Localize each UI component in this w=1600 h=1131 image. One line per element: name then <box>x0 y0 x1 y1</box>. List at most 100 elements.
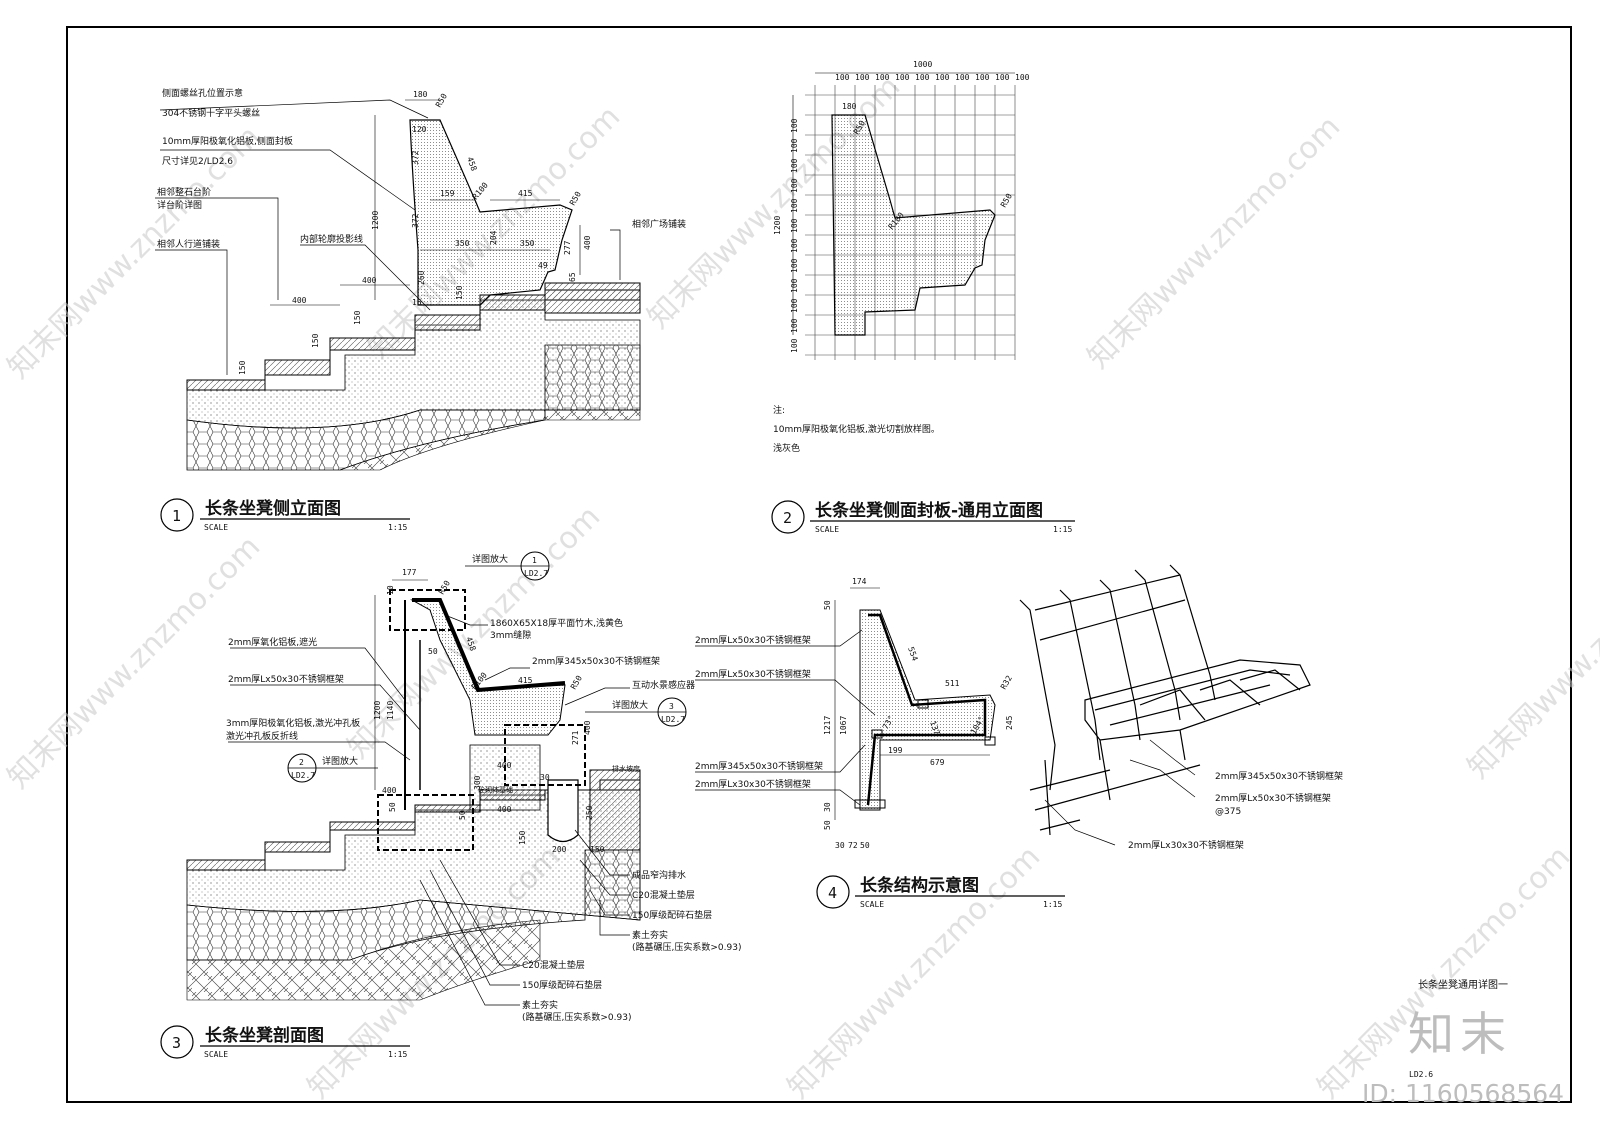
v1-label: 304不锈钢十字平头螺丝 <box>162 107 260 119</box>
v4-label: 2mm厚Lx30x30不锈钢框架 <box>1128 839 1244 851</box>
v2-note: 10mm厚阳极氧化铝板,激光切割放样图。 <box>773 423 940 435</box>
v1-dim: 150 <box>455 285 464 300</box>
v1-dim: 1200 <box>371 211 380 230</box>
svg-text:100: 100 <box>875 73 890 82</box>
v4-dim: 174 <box>852 577 867 586</box>
v1-dim: 277 <box>563 240 572 255</box>
v1-dim: 150 <box>238 360 247 375</box>
view-number: 2 <box>783 509 792 527</box>
svg-text:100: 100 <box>790 198 799 213</box>
v2-top-dims: 100 100 100 100 100 100 100 100 100 100 <box>835 73 1030 82</box>
svg-text:100: 100 <box>995 73 1010 82</box>
v1-bench-panel <box>409 119 573 306</box>
view-title-2: 2 长条坐凳侧面封板-通用立面图 SCALE 1:15 <box>771 500 1075 534</box>
v1-label: 相邻人行道铺装 <box>157 238 220 250</box>
v3-plaza-paving <box>589 769 641 851</box>
v3-callout-num: 2 <box>299 758 304 767</box>
v3-label: 排水坡度 <box>612 764 640 773</box>
v1-dim: 159 <box>440 189 455 198</box>
v3-label: 互动水景感应器 <box>632 679 695 691</box>
v1-dim: 65 <box>568 272 577 282</box>
view2-panel-grid: 1000 100 100 100 100 100 100 100 100 100… <box>773 60 1030 454</box>
svg-text:100: 100 <box>935 73 950 82</box>
svg-text:100: 100 <box>975 73 990 82</box>
v2-dim: 180 <box>842 102 857 111</box>
v3-dim: 250 <box>585 805 594 820</box>
v1-label: 内部轮廓投影线 <box>300 233 363 245</box>
v4-dim: R32 <box>999 674 1014 691</box>
v3-label: C20混凝土垫层 <box>632 889 695 901</box>
watermark-text: 知末网www.znzmo.com <box>1311 839 1577 1105</box>
svg-text:100: 100 <box>835 73 850 82</box>
v1-dim: 150 <box>311 333 320 348</box>
v3-callout-text: 详图放大 <box>472 553 508 565</box>
v3-callout-num: 3 <box>669 702 674 711</box>
v4-dim: 1067 <box>839 716 848 735</box>
v1-dim: R50 <box>568 190 583 207</box>
v3-dim: 415 <box>518 676 533 685</box>
v4-dim: 245 <box>1005 715 1014 730</box>
v4-dim: 679 <box>930 758 945 767</box>
svg-text:100: 100 <box>790 238 799 253</box>
view-scale-label: SCALE <box>204 1050 228 1059</box>
v4-label: 2mm厚Lx30x30不锈钢框架 <box>695 778 811 790</box>
v3-dim: 50 <box>428 647 438 656</box>
v1-weave-layer <box>339 409 641 471</box>
v3-label: 3mm厚阳极氧化铝板,激光冲孔板 <box>226 717 360 729</box>
v4-dim: 511 <box>945 679 960 688</box>
svg-text:100: 100 <box>790 338 799 353</box>
svg-text:100: 100 <box>790 158 799 173</box>
view-scale: 1:15 <box>388 523 407 532</box>
v4-dim: 50 <box>823 600 832 610</box>
logo: 知末 <box>1408 1007 1512 1061</box>
watermark-text: 知末网www.znzmo.com <box>1 529 267 795</box>
v3-dim: 1140 <box>386 701 395 720</box>
v3-label: 激光冲孔板反折线 <box>226 730 298 742</box>
v4-dim: 30 <box>823 802 832 812</box>
view-number: 1 <box>172 507 181 525</box>
v3-weave-layer <box>186 919 541 1001</box>
v3-dim: 400 <box>497 761 512 770</box>
v1-dim: 415 <box>518 189 533 198</box>
v1-label: 尺寸详见2/LD2.6 <box>162 155 233 167</box>
v4-frame-profile <box>859 609 996 811</box>
view-title: 长条坐凳侧立面图 <box>205 498 341 519</box>
view-number: 3 <box>172 1034 181 1052</box>
v1-dim: 150 <box>353 310 362 325</box>
v3-callout-text: 详图放大 <box>322 755 358 767</box>
v1-dim: 120 <box>412 125 427 134</box>
svg-text:100: 100 <box>790 138 799 153</box>
v4-dim: 1217 <box>823 716 832 735</box>
v3-label: (路基碾压,压实系数>0.93) <box>632 941 741 953</box>
v3-label: 2mm厚Lx50x30不锈钢框架 <box>228 673 344 685</box>
sheet-border <box>66 26 1572 1103</box>
v3-dim: R50 <box>569 674 584 691</box>
v4-dim: 50 <box>860 841 870 850</box>
v1-label: 详台阶详图 <box>157 199 202 211</box>
v3-dim: 400 <box>382 786 397 795</box>
view-title: 长条坐凳侧面封板-通用立面图 <box>815 500 1043 521</box>
v1-label: 侧面螺丝孔位置示意 <box>162 87 243 99</box>
view-title-1: 1 长条坐凳侧立面图 SCALE 1:15 <box>160 498 410 532</box>
v3-dim: 150 <box>590 845 605 854</box>
sheet-code: LD2.6 <box>1409 1070 1433 1079</box>
svg-text:100: 100 <box>790 278 799 293</box>
v4-dim: 50 <box>823 820 832 830</box>
v3-label: 150厚级配碎石垫层 <box>632 909 712 921</box>
v1-dim: 15 <box>412 298 422 307</box>
v3-callout-sheet: LD2.7 <box>291 771 315 780</box>
view-title: 长条结构示意图 <box>860 875 979 896</box>
sheet-title: 长条坐凳通用详图一 <box>1418 978 1508 991</box>
v2-left-dims: 100 100 100 100 100 100 100 100 100 100 … <box>790 118 799 353</box>
v4-label: 2mm厚345x50x30不锈钢框架 <box>1215 770 1343 782</box>
view1-elevation: 侧面螺丝孔位置示意 304不锈钢十字平头螺丝 10mm厚阳极氧化铝板,侧面封板 … <box>155 87 686 471</box>
v3-dim: 400 <box>497 805 512 814</box>
v3-callout-sheet: LD2.7 <box>524 569 548 578</box>
svg-text:100: 100 <box>790 298 799 313</box>
v3-label: 成品窄沟排水 <box>632 869 686 881</box>
v3-dim: 50 <box>458 810 467 820</box>
view-number: 4 <box>828 884 837 902</box>
v1-dim: 400 <box>292 296 307 305</box>
view-scale: 1:15 <box>1053 525 1072 534</box>
svg-text:100: 100 <box>855 73 870 82</box>
